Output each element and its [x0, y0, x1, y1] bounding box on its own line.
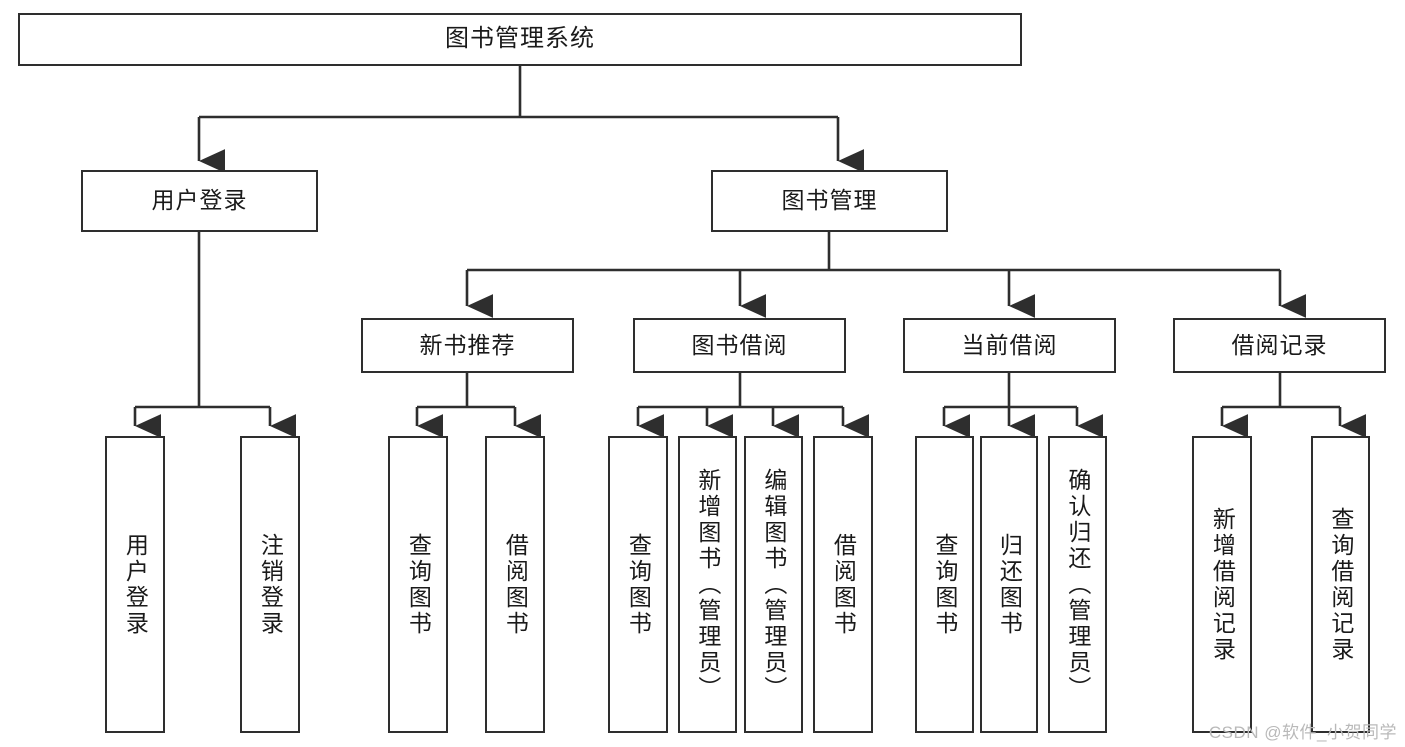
node-label: 查询图书: [625, 532, 652, 637]
node-new-book-recommend[interactable]: 新书推荐: [361, 318, 574, 373]
leaf-borrow-borrow-book[interactable]: 借阅图书: [813, 436, 873, 733]
node-label: 查询图书: [931, 532, 958, 637]
node-label: 确认归还（管理员）: [1064, 467, 1091, 702]
node-label: 当前借阅: [961, 331, 1058, 358]
node-borrow-records[interactable]: 借阅记录: [1173, 318, 1386, 373]
node-label: 用户登录: [151, 187, 248, 214]
leaf-user-login-login[interactable]: 用户登录: [105, 436, 165, 733]
leaf-borrow-query-book[interactable]: 查询图书: [608, 436, 668, 733]
leaf-recommend-borrow-book[interactable]: 借阅图书: [485, 436, 545, 733]
node-book-borrow[interactable]: 图书借阅: [633, 318, 846, 373]
node-book-management[interactable]: 图书管理: [711, 170, 948, 232]
leaf-recommend-query-book[interactable]: 查询图书: [388, 436, 448, 733]
node-label: 借阅图书: [502, 532, 529, 637]
leaf-records-query-record[interactable]: 查询借阅记录: [1311, 436, 1370, 733]
leaf-borrow-add-book[interactable]: 新增图书（管理员）: [678, 436, 737, 733]
node-label: 用户登录: [122, 532, 149, 637]
node-label: 编辑图书（管理员）: [760, 467, 787, 702]
node-label: 借阅图书: [830, 532, 857, 637]
node-user-login[interactable]: 用户登录: [81, 170, 318, 232]
node-label: 归还图书: [996, 532, 1023, 637]
leaf-current-confirm-return[interactable]: 确认归还（管理员）: [1048, 436, 1107, 733]
leaf-borrow-edit-book[interactable]: 编辑图书（管理员）: [744, 436, 803, 733]
node-label: 新增图书（管理员）: [694, 467, 721, 702]
node-label: 注销登录: [257, 532, 284, 637]
node-label: 图书管理: [781, 187, 878, 214]
leaf-current-query-book[interactable]: 查询图书: [915, 436, 974, 733]
node-current-borrow[interactable]: 当前借阅: [903, 318, 1116, 373]
node-label: 查询借阅记录: [1327, 506, 1354, 663]
node-label: 图书借阅: [691, 331, 788, 358]
leaf-current-return-book[interactable]: 归还图书: [980, 436, 1038, 733]
node-label: 图书管理系统: [445, 25, 595, 53]
node-label: 借阅记录: [1231, 331, 1328, 358]
node-label: 新增借阅记录: [1209, 506, 1236, 663]
leaf-user-login-logout[interactable]: 注销登录: [240, 436, 300, 733]
node-label: 查询图书: [405, 532, 432, 637]
csdn-watermark: CSDN @软件_小贺同学: [1208, 723, 1397, 742]
node-label: 新书推荐: [419, 331, 516, 358]
leaf-records-add-record[interactable]: 新增借阅记录: [1192, 436, 1252, 733]
node-root-system[interactable]: 图书管理系统: [18, 13, 1022, 66]
